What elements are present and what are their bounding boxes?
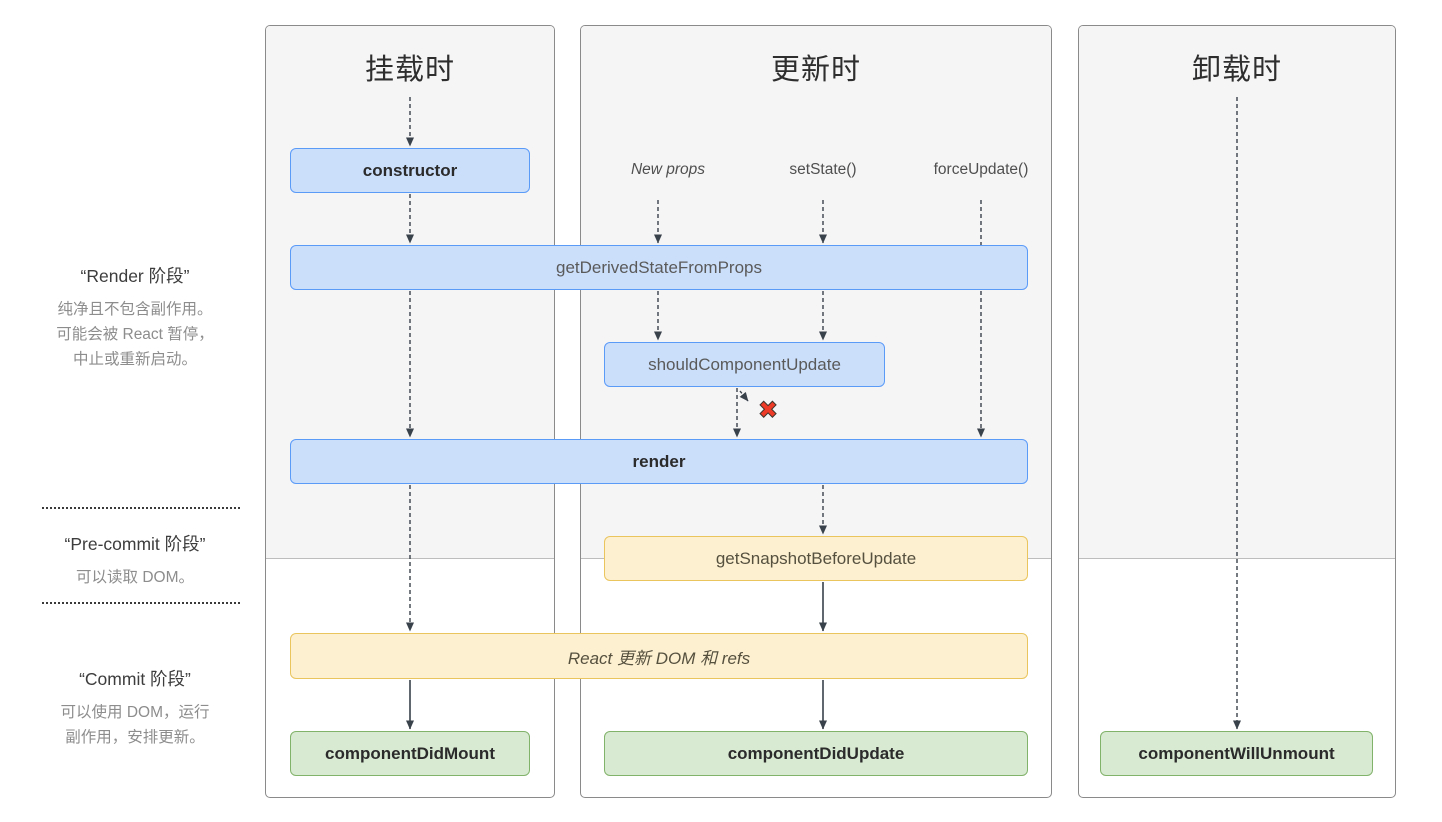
box-constructor[interactable]: constructor bbox=[290, 148, 530, 193]
phase-desc-line: 可以读取 DOM。 bbox=[76, 569, 194, 586]
phase-label-pre-commit: “Pre-commit 阶段” 可以读取 DOM。 bbox=[18, 531, 252, 590]
box-component-did-mount[interactable]: componentDidMount bbox=[290, 731, 530, 776]
column-title-updating: 更新时 bbox=[770, 54, 861, 86]
box-should-component-update[interactable]: shouldComponentUpdate bbox=[604, 342, 885, 387]
box-component-did-update[interactable]: componentDidUpdate bbox=[604, 731, 1028, 776]
phase-title: “Commit 阶段” bbox=[79, 669, 191, 689]
phase-label-render: “Render 阶段” 纯净且不包含副作用。 可能会被 React 暂停， 中止… bbox=[18, 263, 252, 372]
box-react-updates-dom: React 更新 DOM 和 refs bbox=[290, 633, 1028, 679]
trigger-set-state: setState() bbox=[789, 161, 857, 178]
column-title-mounting: 挂载时 bbox=[364, 54, 455, 86]
column-title-unmounting: 卸载时 bbox=[1191, 54, 1282, 86]
box-get-derived-state-from-props[interactable]: getDerivedStateFromProps bbox=[290, 245, 1028, 290]
phase-title: “Render 阶段” bbox=[80, 266, 190, 286]
phase-desc-line: 副作用，安排更新。 bbox=[65, 729, 205, 746]
phase-separator bbox=[42, 507, 240, 509]
skip-render-x-icon: ✖ bbox=[757, 397, 779, 424]
trigger-force-update: forceUpdate() bbox=[933, 161, 1029, 178]
phase-desc-line: 中止或重新启动。 bbox=[72, 351, 197, 368]
phase-desc-line: 可能会被 React 暂停， bbox=[56, 326, 214, 343]
box-get-snapshot-before-update[interactable]: getSnapshotBeforeUpdate bbox=[604, 536, 1028, 581]
box-component-will-unmount[interactable]: componentWillUnmount bbox=[1100, 731, 1373, 776]
trigger-new-props: New props bbox=[630, 161, 706, 178]
phase-title: “Pre-commit 阶段” bbox=[64, 534, 206, 554]
phase-desc-line: 可以使用 DOM，运行 bbox=[60, 704, 210, 721]
phase-desc-line: 纯净且不包含副作用。 bbox=[57, 301, 213, 318]
phase-label-commit: “Commit 阶段” 可以使用 DOM，运行 副作用，安排更新。 bbox=[18, 666, 252, 750]
box-render[interactable]: render bbox=[290, 439, 1028, 484]
phase-separator bbox=[42, 602, 240, 604]
